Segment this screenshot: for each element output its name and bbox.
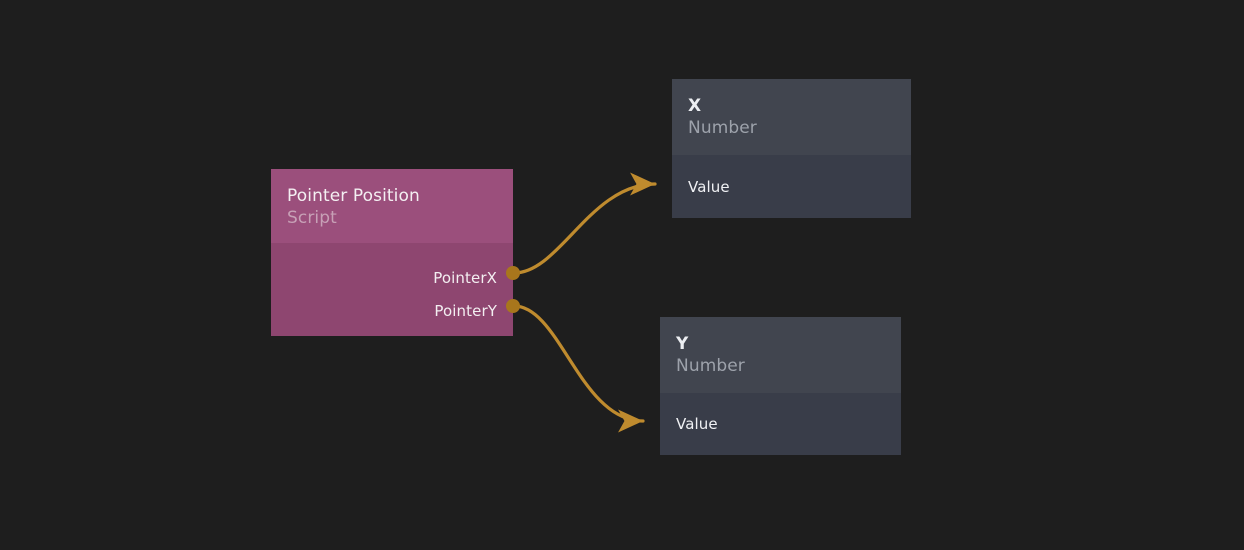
- node-pointer-position[interactable]: Pointer Position Script PointerX Pointer…: [271, 169, 513, 336]
- node-title: X: [688, 96, 702, 116]
- node-title: Y: [676, 334, 689, 354]
- output-port-label: PointerX: [433, 268, 497, 287]
- output-port-pointer-y[interactable]: [506, 299, 520, 313]
- input-port-label-value[interactable]: Value: [676, 415, 718, 433]
- output-port-pointer-x[interactable]: [506, 266, 520, 280]
- output-row-pointer-x[interactable]: PointerX: [271, 261, 513, 294]
- node-header-pointer-position[interactable]: Pointer Position Script: [271, 169, 513, 243]
- edge-pointerx-to-x-value[interactable]: [512, 172, 657, 275]
- node-header-x[interactable]: X Number: [672, 79, 911, 155]
- node-y[interactable]: Y Number Value: [660, 317, 901, 455]
- input-port-label-value[interactable]: Value: [688, 177, 730, 196]
- edge-pointery-to-y-value[interactable]: [512, 304, 645, 433]
- node-header-y[interactable]: Y Number: [660, 317, 901, 393]
- output-port-label: PointerY: [434, 301, 497, 320]
- output-row-pointer-y[interactable]: PointerY: [271, 294, 513, 327]
- node-x[interactable]: X Number Value: [672, 79, 911, 218]
- node-title: Pointer Position: [287, 186, 420, 206]
- node-subtitle: Number: [688, 118, 757, 138]
- node-subtitle: Script: [287, 208, 337, 228]
- node-body-x: Value: [672, 155, 911, 218]
- node-subtitle: Number: [676, 356, 745, 376]
- node-body-pointer-position: PointerX PointerY: [271, 243, 513, 336]
- node-body-y: Value: [660, 393, 901, 455]
